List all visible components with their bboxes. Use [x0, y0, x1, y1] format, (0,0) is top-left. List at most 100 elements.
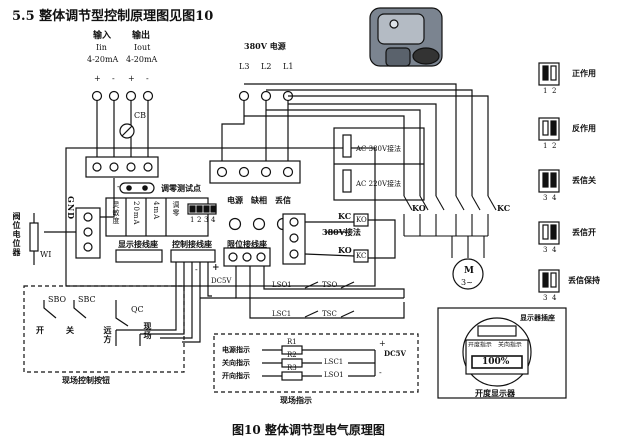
output-label: 输出	[132, 31, 151, 41]
gnd-label: GND	[66, 196, 76, 221]
dial-4ma: 4mA	[152, 201, 160, 221]
kc-coil-label: KC	[356, 252, 367, 260]
relay-ac380: AC 380V接法	[356, 145, 402, 153]
limit-tsc: TSC	[322, 310, 337, 318]
dip-mode-reverse-n1: 1	[543, 142, 548, 150]
indicator-plus: +	[379, 339, 386, 348]
dip-mode-loss-close-n4: 4	[552, 194, 557, 202]
valve-pot-label: 阀位电位器	[12, 212, 22, 257]
output-sub: Iout	[134, 43, 151, 52]
indicator-lsc1: LSC1	[324, 358, 344, 366]
dial-20ma: 20mA	[132, 201, 140, 226]
relay-ac220: AC 220V接法	[356, 180, 402, 188]
dip-mode-loss-open-n3: 3	[543, 246, 548, 254]
display-close-ind: 关向指示	[498, 341, 522, 348]
phase-l3: L3	[239, 62, 250, 71]
switch-qc: QC	[131, 305, 144, 314]
phase-ind-missing: 缺相	[251, 195, 267, 205]
limit-tso: TSO	[322, 281, 338, 289]
input-plus: +	[94, 74, 101, 83]
dip-mode-reverse-n2: 2	[552, 142, 557, 150]
dip-mode-reverse: 反作用	[572, 123, 596, 133]
indicator-minus: -	[379, 368, 382, 377]
button-close-label: 关	[66, 325, 74, 335]
dip-mode-loss-close-n3: 3	[543, 194, 548, 202]
zero-test-label: 调零测试点	[161, 183, 201, 193]
board-dip-1: 1	[190, 216, 195, 224]
motor-3phase: 3~	[461, 278, 473, 287]
phase-l2: L2	[261, 62, 272, 71]
field-indicator-title: 现场指示	[280, 395, 312, 405]
button-sbo: SBO	[48, 295, 67, 304]
interlock-label: 380V接法	[322, 227, 361, 237]
resistor-r1: R1	[287, 338, 297, 346]
dip-mode-forward-n1: 1	[543, 87, 548, 95]
input-label: 输入	[93, 31, 112, 41]
dip-mode-forward: 正作用	[572, 68, 596, 78]
field-control-title: 现场控制按钮	[62, 375, 110, 385]
board-dip-2: 2	[197, 216, 202, 224]
io-terminal-block	[85, 90, 159, 178]
input-sub: Iin	[96, 43, 107, 52]
kc-top-label: KC	[338, 211, 352, 221]
zero-minus: -	[117, 182, 120, 191]
switch-local-label: 现场	[143, 322, 153, 340]
board-dip-3: 3	[204, 216, 209, 224]
switch-remote-label: 远方	[103, 326, 113, 344]
dip-mode-loss-hold-n4: 4	[552, 294, 557, 302]
dip-switch-column	[538, 62, 560, 293]
indicator-power: 电源指示	[222, 345, 250, 354]
ko-bottom-label: KO	[338, 245, 352, 255]
indicator-dc5v: DC5V	[384, 349, 406, 358]
ko-coil-label: KO	[356, 216, 367, 224]
dip-mode-forward-n2: 2	[552, 87, 557, 95]
dial-zero: 调零	[172, 201, 180, 217]
input-range: 4-20mA	[87, 55, 119, 64]
dip-mode-loss-open-n4: 4	[552, 246, 557, 254]
figure-caption: 图10 整体调节型电气原理图	[232, 423, 385, 437]
limit-port-label: 限位接线座	[227, 239, 267, 249]
indicator-open-dir: 开向指示	[222, 371, 250, 380]
dip-mode-loss-close: 丢信关	[572, 175, 596, 185]
output-plus: +	[128, 74, 135, 83]
resistor-r2: R2	[287, 351, 297, 359]
phase-ind-power: 电源	[227, 195, 243, 205]
board-plus: +	[212, 263, 220, 273]
display-port-label: 显示接线座	[118, 239, 158, 249]
display-percent: 100%	[482, 357, 510, 367]
phase-ind-signal-loss: 丢信	[275, 195, 291, 205]
board-dc5v: DC5V	[211, 277, 232, 285]
contactor-ko: KO	[412, 203, 426, 213]
display-name: 开度显示器	[475, 388, 515, 398]
contactor-kc: KC	[497, 203, 511, 213]
indicator-close-dir: 关向指示	[222, 358, 250, 367]
display-port: 显示器插座	[520, 313, 555, 322]
output-range: 4-20mA	[126, 55, 158, 64]
limit-lsc1: LSC1	[272, 310, 292, 318]
dip-mode-loss-hold-n3: 3	[543, 294, 548, 302]
display-open-ind: 开度指示	[468, 341, 492, 348]
controller-board	[65, 147, 376, 287]
board-dip-4: 4	[211, 216, 216, 224]
power-title: 380V 电源	[244, 41, 286, 51]
resistor-r3: R3	[287, 364, 297, 372]
dip-mode-loss-open: 丢信开	[572, 227, 596, 237]
indicator-lso1: LSO1	[324, 371, 344, 379]
limit-lso1: LSO1	[272, 281, 292, 289]
phase-l1: L1	[283, 62, 294, 71]
actuator-photo	[369, 7, 443, 67]
control-port-label: 控制接线座	[172, 239, 212, 249]
dial-sensitivity: 灵敏度	[112, 201, 120, 225]
input-minus: -	[112, 74, 115, 83]
motor-m: M	[464, 266, 474, 276]
page-heading: 5.5 整体调节型控制原理图见图10	[12, 9, 214, 24]
valve-pot-wi: WI	[40, 250, 52, 259]
dip-mode-loss-hold: 丢信保持	[568, 275, 600, 285]
cb-label: CB	[134, 111, 146, 120]
button-sbc: SBC	[78, 295, 96, 304]
button-open-label: 开	[36, 325, 44, 335]
output-minus: -	[146, 74, 149, 83]
board-minus: -	[195, 265, 198, 274]
